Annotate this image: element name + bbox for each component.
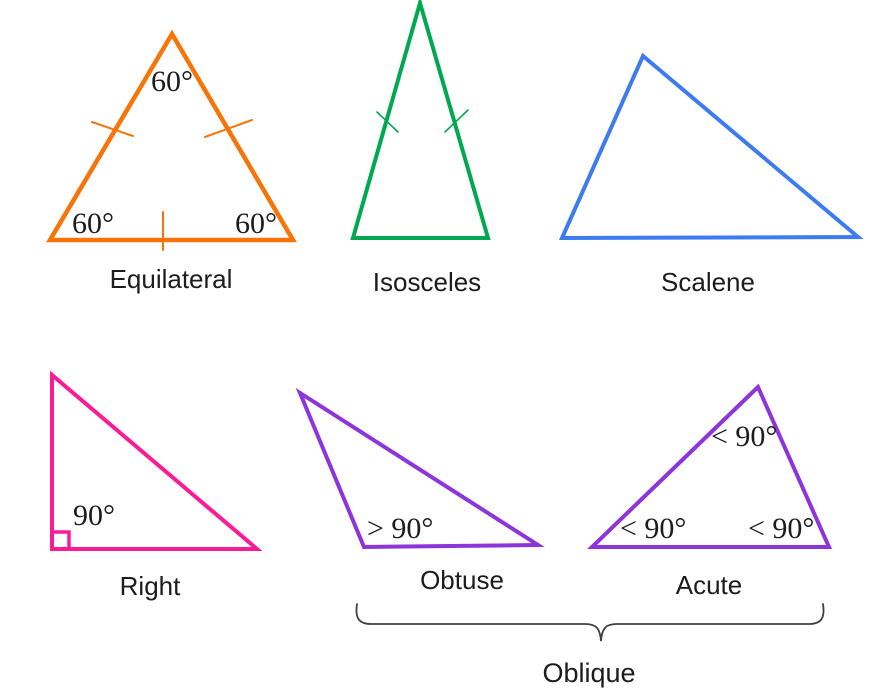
- right-angle-label: 90°: [73, 499, 115, 532]
- oblique-group: Oblique: [355, 603, 825, 688]
- equilateral-left-side-tick: [91, 121, 134, 137]
- equilateral-triangle-shape: [46, 29, 297, 243]
- scalene-triangle-group: Scalene: [558, 52, 864, 297]
- acute-triangle-shape: [587, 383, 833, 549]
- scalene-triangle-shape: [558, 52, 864, 241]
- right-name-label: Right: [120, 571, 181, 601]
- acute-bottom-left-angle-label: < 90°: [620, 512, 686, 545]
- equilateral-right-side-tick: [204, 119, 253, 138]
- right-triangle-shape: [50, 370, 263, 551]
- isosceles-right-side-tick: [444, 109, 469, 133]
- acute-triangle-group: < 90° < 90° < 90° Acute: [587, 383, 833, 600]
- right-angle-square-marker: [52, 530, 71, 549]
- acute-bottom-right-angle-label: < 90°: [748, 512, 814, 545]
- obtuse-angle-label: > 90°: [367, 512, 433, 545]
- oblique-group-label: Oblique: [542, 658, 635, 688]
- acute-name-label: Acute: [676, 570, 743, 600]
- isosceles-triangle-group: Isosceles: [350, 0, 491, 297]
- equilateral-bottom-right-angle-label: 60°: [235, 207, 277, 240]
- obtuse-triangle-group: > 90° Obtuse: [295, 387, 545, 595]
- acute-top-angle-label: < 90°: [711, 420, 777, 453]
- equilateral-triangle-group: 60° 60° 60° Equilateral: [46, 29, 297, 294]
- isosceles-left-side-tick: [376, 111, 399, 133]
- scalene-name-label: Scalene: [661, 267, 755, 297]
- right-triangle-group: 90° Right: [50, 370, 263, 601]
- equilateral-name-label: Equilateral: [110, 264, 233, 294]
- equilateral-top-angle-label: 60°: [151, 65, 193, 98]
- obtuse-name-label: Obtuse: [420, 565, 504, 595]
- isosceles-name-label: Isosceles: [373, 267, 481, 297]
- equilateral-bottom-left-angle-label: 60°: [72, 207, 114, 240]
- obtuse-triangle-shape: [295, 387, 545, 550]
- oblique-brace: [355, 603, 825, 642]
- isosceles-triangle-shape: [350, 0, 491, 240]
